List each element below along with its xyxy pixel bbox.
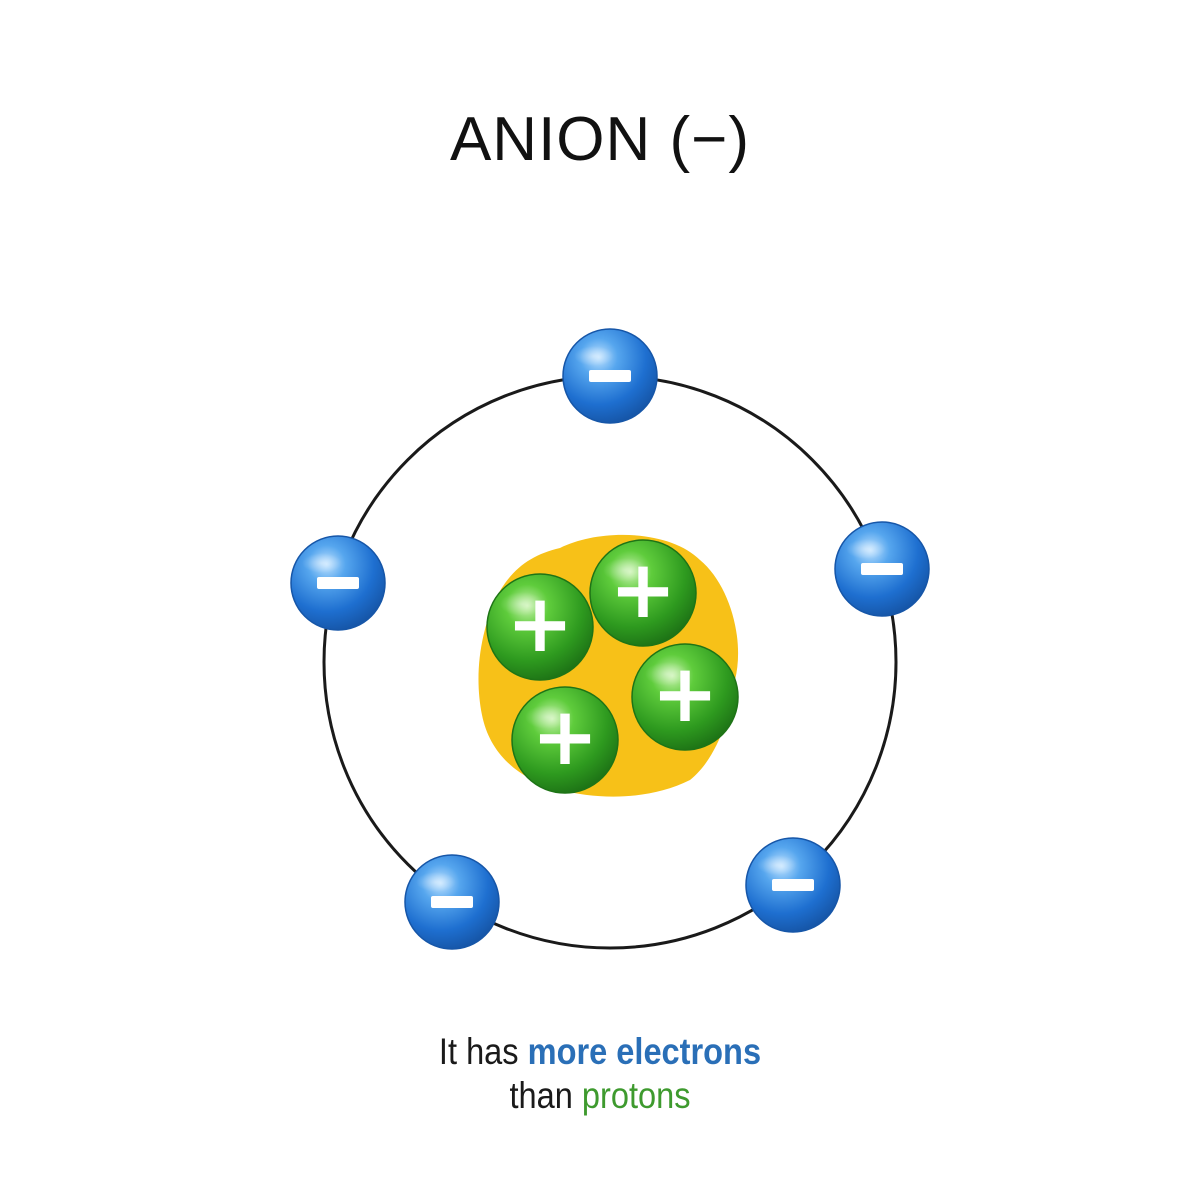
plus-sphere-icon: + bbox=[609, 543, 676, 636]
electron-4 bbox=[404, 854, 500, 950]
proton-2: + bbox=[589, 539, 697, 647]
plus-sphere-icon: + bbox=[651, 647, 718, 740]
minus-sphere-icon bbox=[589, 370, 631, 382]
minus-sphere-icon bbox=[772, 879, 814, 891]
plus-sphere-icon: + bbox=[531, 690, 598, 783]
caption-highlight-electrons: more electrons bbox=[527, 1031, 762, 1072]
caption-highlight-protons: protons bbox=[581, 1075, 691, 1116]
proton-1: + bbox=[486, 573, 594, 681]
minus-sphere-icon bbox=[431, 896, 473, 908]
caption-prefix-1: It has bbox=[438, 1031, 528, 1072]
caption-prefix-2: than bbox=[509, 1075, 582, 1116]
page-title: ANION (−) bbox=[449, 105, 751, 174]
electron-2 bbox=[290, 535, 386, 631]
caption-line-1: It has more electrons bbox=[72, 1030, 1128, 1074]
plus-sphere-icon: + bbox=[506, 577, 573, 670]
minus-sphere-icon bbox=[317, 577, 359, 589]
electron-3 bbox=[834, 521, 930, 617]
minus-sphere-icon bbox=[861, 563, 903, 575]
proton-4: + bbox=[511, 686, 619, 794]
electron-5 bbox=[745, 837, 841, 933]
caption: It has more electrons than protons bbox=[72, 1030, 1128, 1118]
electron-1 bbox=[562, 328, 658, 424]
caption-line-2: than protons bbox=[72, 1074, 1128, 1118]
proton-3: + bbox=[631, 643, 739, 751]
nucleus: + + + + bbox=[478, 534, 739, 797]
